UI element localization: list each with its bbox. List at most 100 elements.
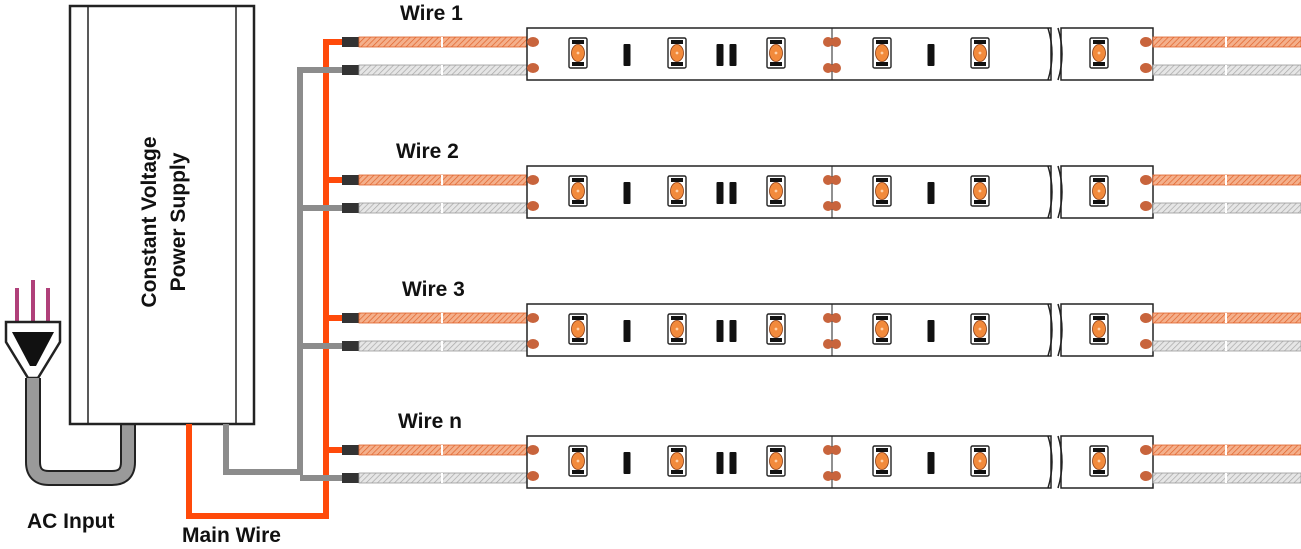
led-strip-body xyxy=(526,27,1052,81)
led-top-contacts xyxy=(876,448,888,452)
negative-lead-wire xyxy=(358,202,530,214)
positive-connector xyxy=(342,445,360,455)
wire-label: Wire 1 xyxy=(400,2,463,25)
negative-lead-wire xyxy=(358,472,530,484)
led-dot xyxy=(1097,189,1101,193)
solder-pad xyxy=(823,175,833,185)
led-bottom-contacts xyxy=(572,470,584,474)
smd-led xyxy=(872,445,892,477)
psu-title-line2: Power Supply xyxy=(167,152,190,291)
solder-pad xyxy=(1140,63,1152,73)
led-bottom-contacts xyxy=(572,200,584,204)
smd-led xyxy=(872,175,892,207)
smd-led xyxy=(872,37,892,69)
led-top-contacts xyxy=(1093,40,1105,44)
led-top-contacts xyxy=(1093,316,1105,320)
psu-title-line1: Constant Voltage xyxy=(138,136,161,307)
led-dot xyxy=(978,51,982,55)
negative-connector xyxy=(342,473,360,483)
negative-lead-wire xyxy=(358,340,530,352)
resistor xyxy=(927,182,935,204)
break-mark xyxy=(1047,303,1053,357)
break-mark xyxy=(1047,165,1053,219)
solder-pad xyxy=(831,175,841,185)
solder-pad xyxy=(527,37,539,47)
solder-pad xyxy=(823,445,833,455)
led-top-contacts xyxy=(572,448,584,452)
solder-pad xyxy=(823,339,833,349)
led-top-contacts xyxy=(572,178,584,182)
led-top-contacts xyxy=(671,448,683,452)
led-top-contacts xyxy=(572,40,584,44)
led-dot xyxy=(880,327,884,331)
led-strip-end xyxy=(1060,303,1154,357)
solder-pad xyxy=(527,313,539,323)
resistor xyxy=(927,452,935,474)
led-top-contacts xyxy=(770,178,782,182)
resistor xyxy=(623,320,631,342)
led-bottom-contacts xyxy=(1093,338,1105,342)
solder-pad xyxy=(831,471,841,481)
positive-lead-wire xyxy=(358,444,530,456)
solder-pad xyxy=(527,339,539,349)
led-dot xyxy=(978,327,982,331)
led-bottom-contacts xyxy=(572,338,584,342)
resistor xyxy=(716,182,724,204)
smd-led xyxy=(970,445,990,477)
positive-connector xyxy=(342,313,360,323)
break-mark xyxy=(1057,165,1063,219)
solder-pad xyxy=(527,471,539,481)
main-wire-label: Main Wire xyxy=(182,524,281,547)
led-top-contacts xyxy=(876,40,888,44)
ac-plug xyxy=(4,280,136,486)
led-bottom-contacts xyxy=(876,62,888,66)
smd-led xyxy=(568,445,588,477)
led-top-contacts xyxy=(876,178,888,182)
led-bottom-contacts xyxy=(974,200,986,204)
wire-label: Wire n xyxy=(398,410,462,433)
smd-led xyxy=(1089,445,1109,477)
led-bottom-contacts xyxy=(770,62,782,66)
led-top-contacts xyxy=(572,316,584,320)
led-dot xyxy=(576,459,580,463)
smd-led xyxy=(667,313,687,345)
led-dot xyxy=(774,459,778,463)
wire-label: Wire 2 xyxy=(396,140,459,163)
led-top-contacts xyxy=(1093,448,1105,452)
solder-pad xyxy=(823,313,833,323)
strip-row-4: Wire n xyxy=(300,410,1301,489)
led-top-contacts xyxy=(974,448,986,452)
led-dot xyxy=(1097,327,1101,331)
solder-pad xyxy=(1140,175,1152,185)
led-top-contacts xyxy=(974,316,986,320)
solder-pad xyxy=(527,445,539,455)
led-bottom-contacts xyxy=(876,200,888,204)
smd-led xyxy=(667,175,687,207)
resistor xyxy=(729,182,737,204)
led-bottom-contacts xyxy=(974,62,986,66)
led-bottom-contacts xyxy=(974,470,986,474)
smd-led xyxy=(766,37,786,69)
break-mark xyxy=(1057,303,1063,357)
solder-pad xyxy=(1140,201,1152,211)
led-top-contacts xyxy=(770,40,782,44)
led-bottom-contacts xyxy=(572,62,584,66)
smd-led xyxy=(568,313,588,345)
solder-pad xyxy=(831,63,841,73)
strip-row-2: Wire 2 xyxy=(300,140,1301,219)
led-dot xyxy=(774,189,778,193)
led-dot xyxy=(675,51,679,55)
negative-lead-wire xyxy=(358,64,530,76)
negative-connector xyxy=(342,65,360,75)
led-strip-body xyxy=(526,435,1052,489)
strip-row-1: Wire 1 xyxy=(300,2,1301,81)
led-dot xyxy=(880,51,884,55)
solder-pad xyxy=(831,37,841,47)
led-top-contacts xyxy=(974,40,986,44)
plug-head xyxy=(12,332,54,366)
led-bottom-contacts xyxy=(671,200,683,204)
led-dot xyxy=(880,189,884,193)
resistor xyxy=(623,452,631,474)
